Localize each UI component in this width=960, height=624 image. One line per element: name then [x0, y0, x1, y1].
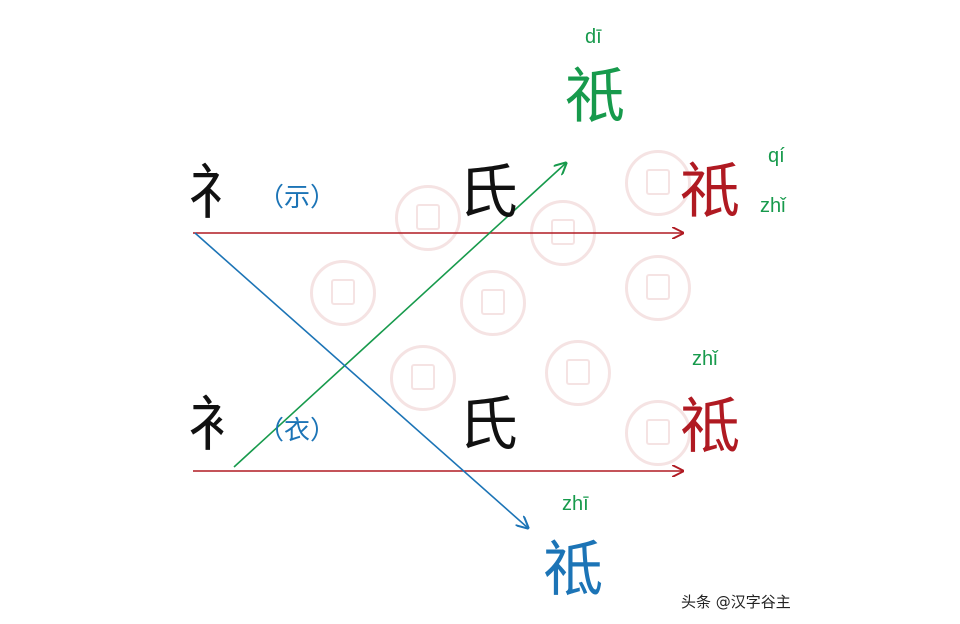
char-red-bottom: 祗 [680, 392, 740, 462]
arrow-blue [194, 232, 528, 528]
component-shi-top: 氏 [458, 158, 518, 228]
pinyin-qi: qí [768, 145, 785, 167]
char-green: 祇 [565, 62, 625, 132]
char-blue: 祗 [543, 535, 603, 605]
arrow-green [233, 163, 566, 468]
pinyin-di: dī [585, 26, 602, 48]
radical-shi: 礻 [188, 158, 248, 228]
watermark-seal [310, 260, 376, 326]
pinyin-zhi-1: zhī [562, 493, 589, 515]
char-red-top: 祇 [680, 157, 740, 227]
watermark-seal [625, 150, 691, 216]
watermark-seal [545, 340, 611, 406]
pinyin-zhi-3-top: zhǐ [760, 195, 786, 217]
watermark-seal [625, 400, 691, 466]
watermark-seal [625, 255, 691, 321]
watermark-seal [390, 345, 456, 411]
pinyin-zhi-3-bottom: zhǐ [692, 348, 718, 370]
credit-watermark: 头条 @汉字谷主 [681, 593, 791, 611]
watermark-seal [460, 270, 526, 336]
radical-yi: 衤 [188, 390, 248, 460]
watermark-seal [395, 185, 461, 251]
radical-shi-note: （示） [258, 183, 337, 213]
radical-yi-note: （衣） [258, 416, 337, 446]
component-shi-bottom: 氏 [458, 390, 518, 460]
